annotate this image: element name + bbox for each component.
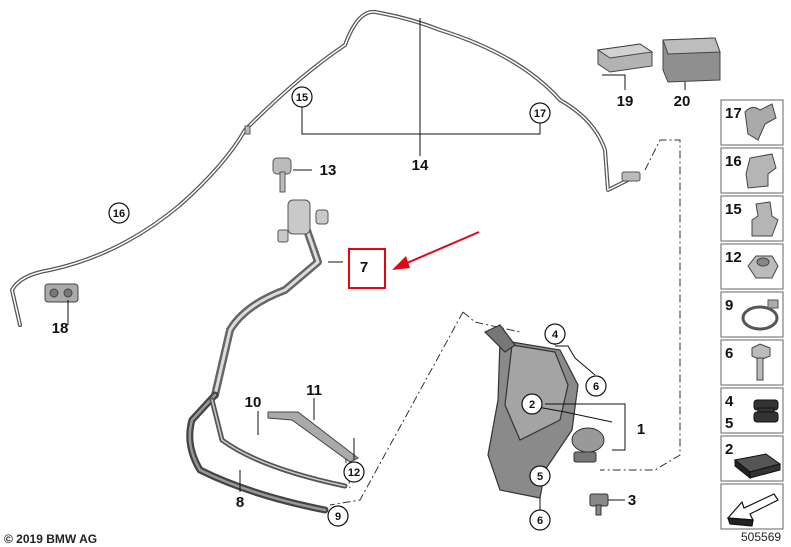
callout-4: 4 bbox=[552, 329, 559, 341]
hose-connector-right bbox=[244, 125, 641, 182]
callout-6-top: 6 bbox=[593, 381, 599, 393]
callout-12: 12 bbox=[348, 467, 360, 479]
leader-lines bbox=[67, 18, 686, 510]
callout-8: 8 bbox=[236, 494, 244, 511]
foam-pad-icon bbox=[733, 453, 782, 480]
copyright-notice: © 2019 BMW AG bbox=[4, 532, 98, 546]
callout-5: 5 bbox=[537, 471, 543, 483]
callout-9: 9 bbox=[335, 511, 341, 523]
callout-17: 17 bbox=[534, 108, 546, 120]
legend-label-15: 15 bbox=[725, 201, 742, 218]
bolt-icon bbox=[751, 343, 771, 381]
callout-10: 10 bbox=[245, 394, 262, 411]
highlight-part-7 bbox=[348, 231, 480, 289]
legend-label-5: 5 bbox=[725, 415, 733, 432]
callout-2: 2 bbox=[529, 399, 535, 411]
legend-label-9: 9 bbox=[725, 297, 733, 314]
filler-neck-body bbox=[277, 199, 329, 243]
holder-icon bbox=[745, 153, 777, 189]
callout-circles bbox=[108, 86, 607, 531]
callout-18: 18 bbox=[52, 320, 69, 337]
callout-6-bottom: 6 bbox=[537, 515, 543, 527]
callout-19: 19 bbox=[617, 93, 634, 110]
level-sensor-3[interactable] bbox=[589, 493, 609, 516]
red-arrow-icon bbox=[392, 256, 410, 270]
callout-7: 7 bbox=[360, 259, 368, 276]
callout-1: 1 bbox=[637, 421, 645, 438]
legend-label-12: 12 bbox=[725, 249, 742, 266]
diagram-id: 505569 bbox=[741, 530, 782, 544]
callout-16: 16 bbox=[113, 208, 125, 220]
legend-label-6: 6 bbox=[725, 345, 733, 362]
filler-cap-13[interactable] bbox=[272, 157, 292, 193]
clip-icon bbox=[744, 103, 777, 141]
filler-pipe-7[interactable] bbox=[211, 206, 322, 399]
callout-13: 13 bbox=[320, 162, 337, 179]
legend-label-17: 17 bbox=[725, 105, 742, 122]
legend-label-4: 4 bbox=[725, 393, 734, 410]
connector-18[interactable] bbox=[44, 283, 79, 303]
callout-14: 14 bbox=[412, 157, 429, 174]
holder-rail-11[interactable] bbox=[267, 411, 359, 463]
legend-label-2: 2 bbox=[725, 441, 733, 458]
bracket-clip-icon bbox=[751, 201, 779, 237]
callout-3: 3 bbox=[628, 492, 636, 509]
rubber-grommet-icon bbox=[753, 399, 779, 423]
callout-20: 20 bbox=[674, 93, 691, 110]
legend-label-16: 16 bbox=[725, 153, 742, 170]
washer-reservoir[interactable] bbox=[483, 324, 579, 499]
box-20[interactable] bbox=[662, 37, 721, 83]
control-unit-19[interactable] bbox=[596, 43, 654, 73]
callout-15: 15 bbox=[296, 92, 308, 104]
washer-pump-1[interactable] bbox=[571, 427, 605, 463]
hose-clamp-icon bbox=[741, 299, 779, 331]
arrow-marker-icon bbox=[726, 493, 779, 527]
callout-11: 11 bbox=[306, 382, 322, 399]
hex-nut-icon bbox=[747, 255, 779, 279]
